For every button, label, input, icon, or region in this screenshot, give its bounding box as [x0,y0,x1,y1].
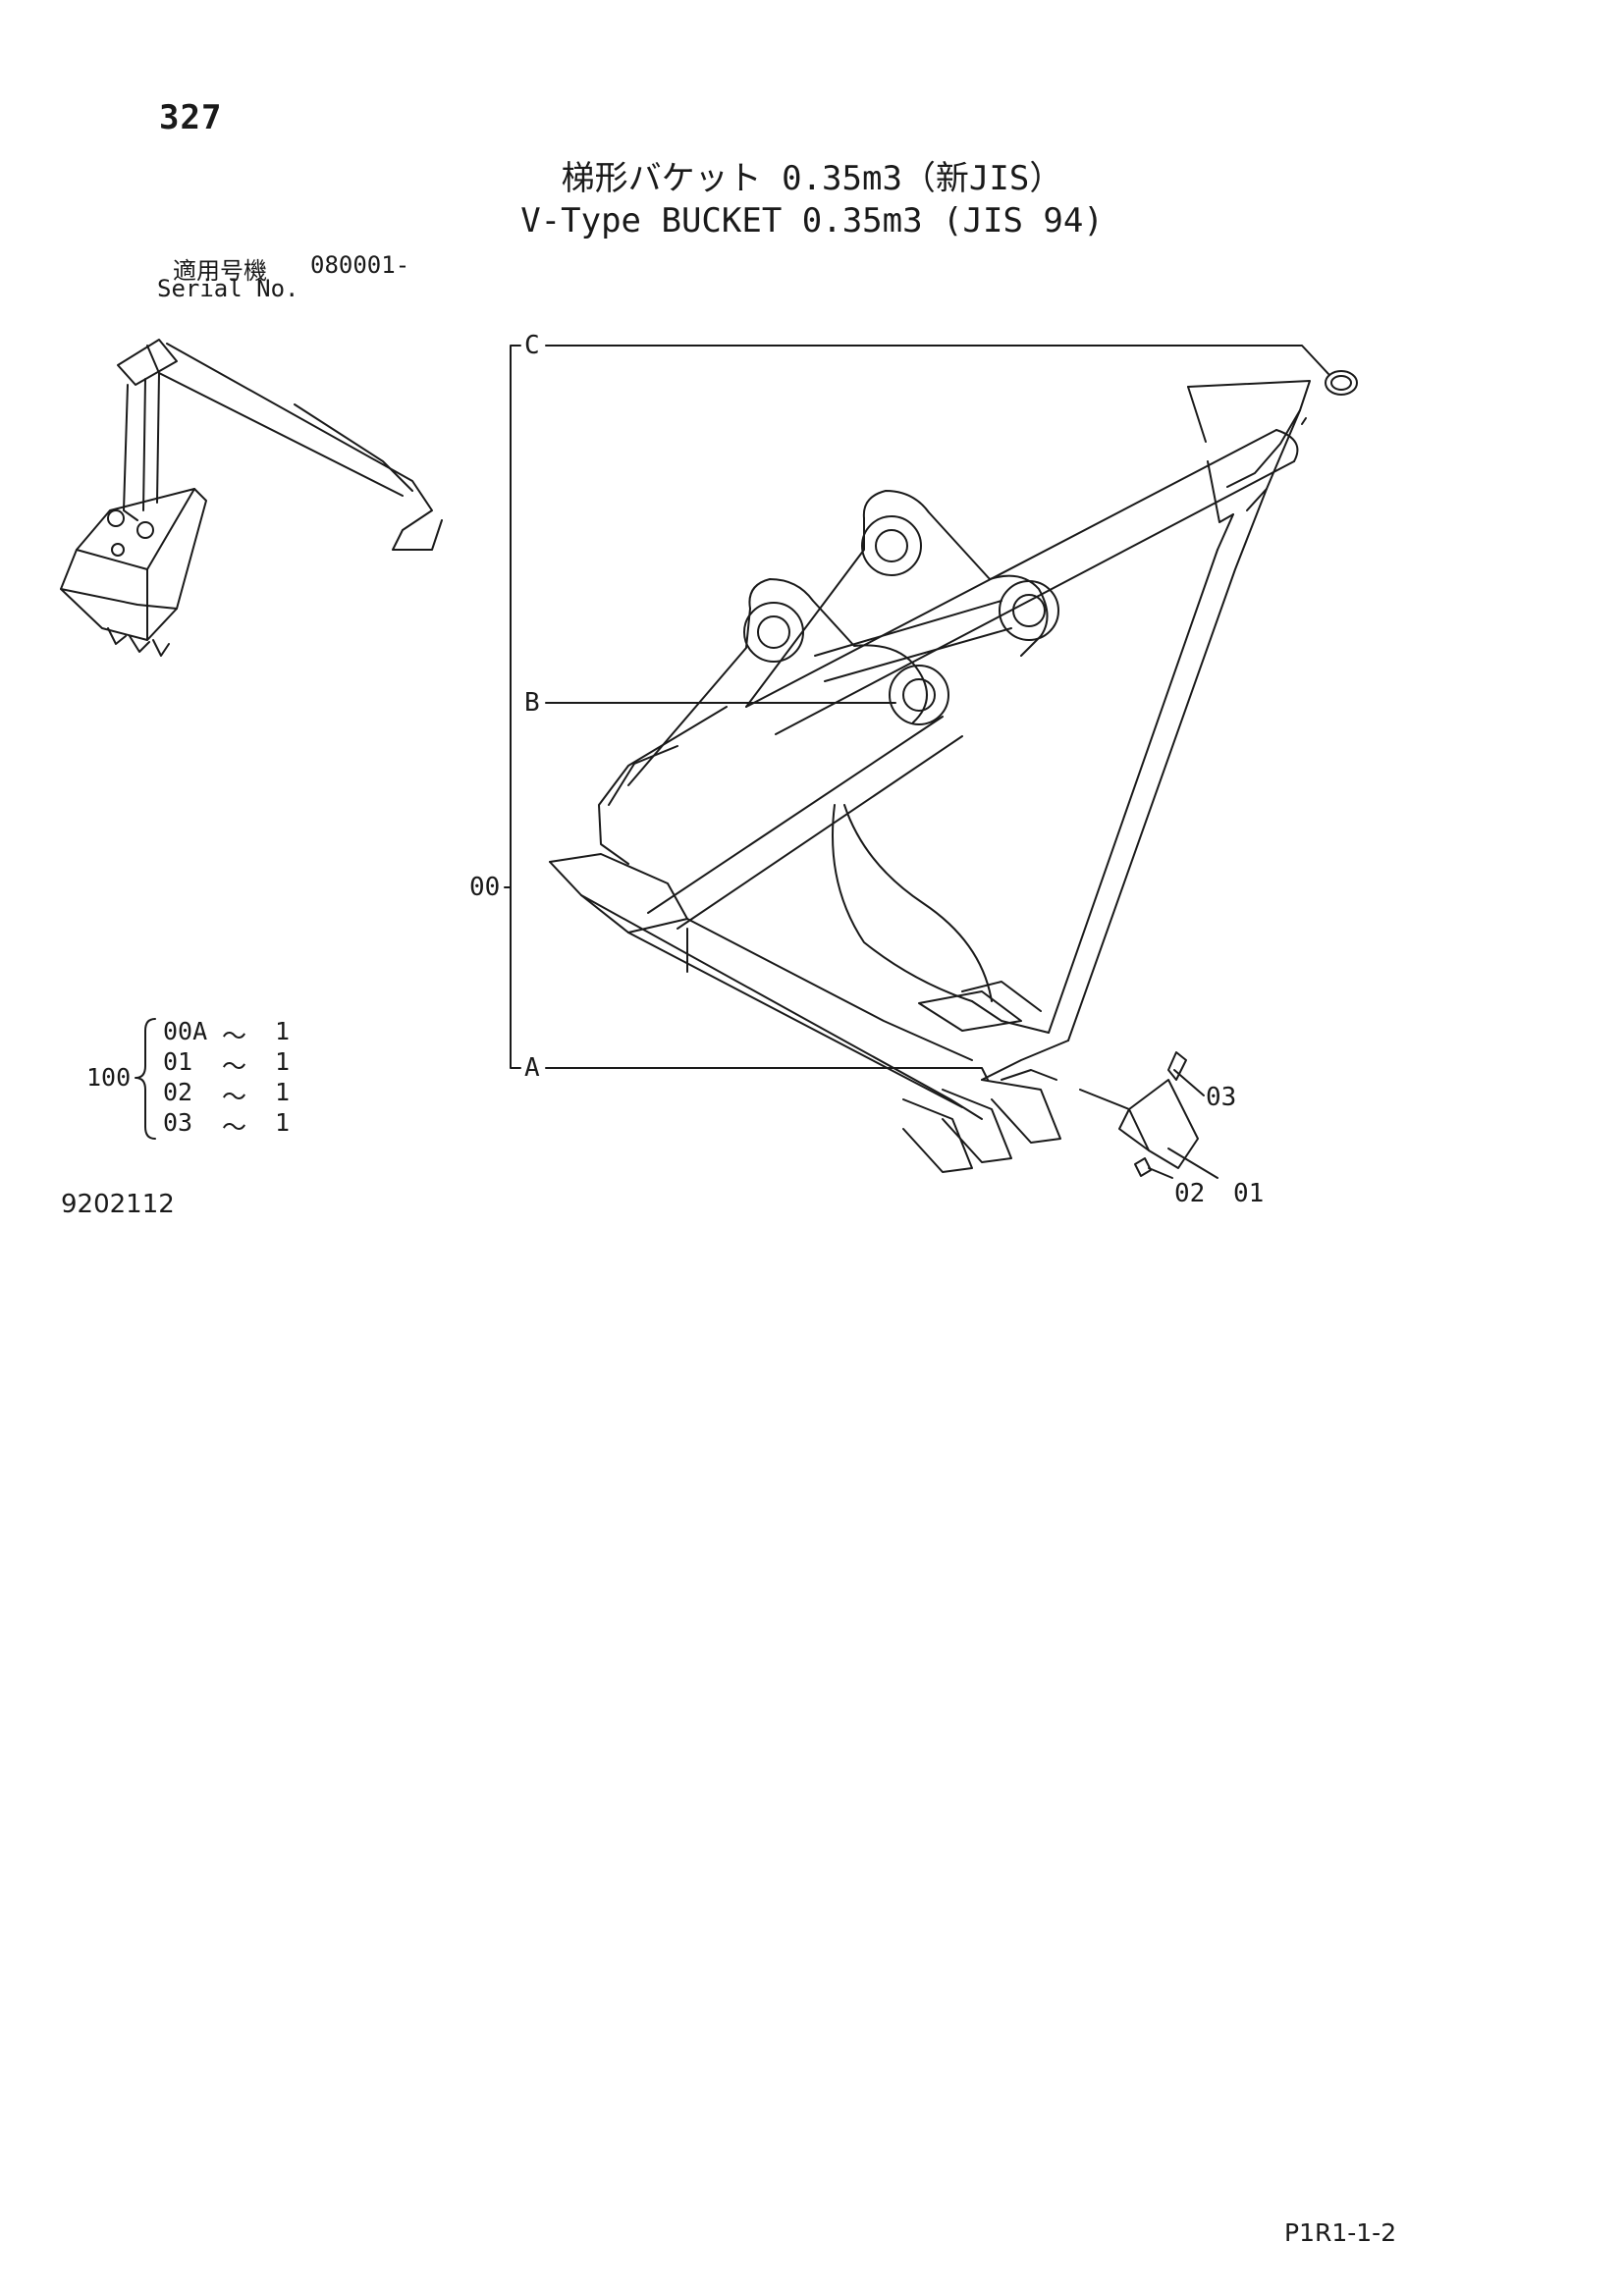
parts-list-separator: ～ [222,1113,247,1142]
parts-list-part: 03 [163,1108,193,1137]
parts-list-part: 00A [163,1017,208,1045]
page-number: 327 [159,98,223,137]
callout-part-01: 01 [1233,1179,1265,1208]
parts-list-qty: 1 [275,1108,291,1137]
callout-b: B [524,688,540,718]
callout-c: C [524,331,540,360]
parts-list-separator: ～ [222,1022,247,1050]
page-code: P1R1-1-2 [1284,2218,1397,2247]
callout-part-00: 00 [469,873,501,902]
excavator-arm-thumbnail [61,340,442,656]
callout-part-03: 03 [1206,1083,1237,1112]
parts-list-qty: 1 [275,1078,291,1106]
parts-list-qty: 1 [275,1017,291,1045]
parts-list-brace [135,1019,155,1139]
serial-number-value: 080001- [310,251,410,279]
parts-list-separator: ～ [222,1052,247,1081]
callout-part-02: 02 [1174,1179,1206,1208]
bucket-drawing [550,371,1357,1176]
parts-list-part: 01 [163,1047,193,1076]
title-japanese: 梯形バケット 0.35m3（新JIS） [561,159,1063,198]
figure-code: 9202112 [61,1190,175,1219]
parts-list-part: 02 [163,1078,193,1106]
callout-leaders [505,346,1329,1178]
title-english: V-Type BUCKET 0.35m3 (JIS 94) [520,201,1104,240]
parts-list-qty: 1 [275,1047,291,1076]
callout-a: A [524,1053,540,1083]
serial-label-english: Serial No. [157,275,299,302]
parts-list-separator: ～ [222,1083,247,1111]
parts-list-assembly-number: 100 [86,1063,132,1092]
serial-label-japanese: 適用号機 [173,257,267,285]
